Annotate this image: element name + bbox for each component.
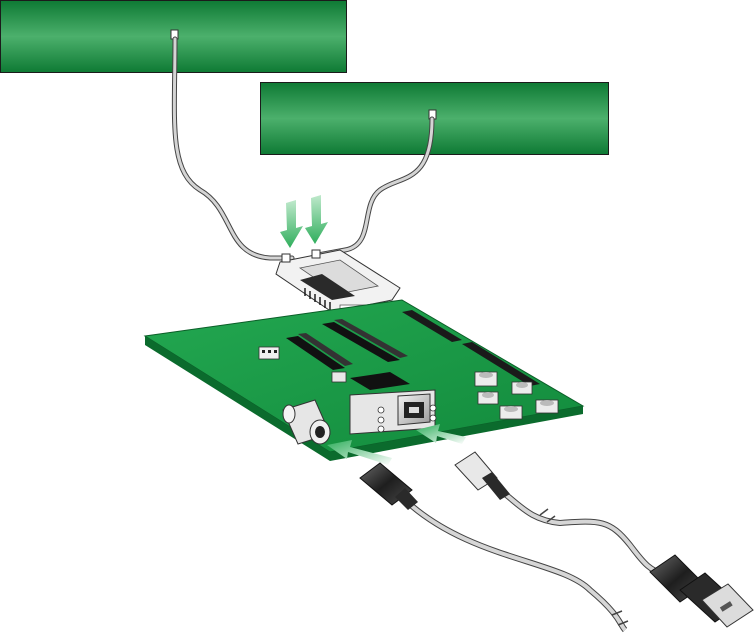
header-strip-top-right — [402, 310, 540, 386]
power-cable — [359, 462, 629, 633]
socket-right — [322, 319, 408, 362]
push-buttons — [474, 371, 559, 420]
antenna-panel-right — [260, 82, 609, 155]
power-to-jack-arrow — [327, 440, 392, 465]
carrier-board — [143, 299, 585, 461]
down-arrow-right — [305, 195, 328, 244]
jumper — [331, 371, 347, 383]
usb-a-plug — [649, 554, 754, 628]
usb-cable — [454, 451, 754, 628]
ic-chip — [350, 372, 410, 390]
usb-b-port — [349, 389, 437, 435]
antenna-cables — [171, 36, 435, 261]
socket-left — [286, 333, 353, 370]
pin-header-small — [258, 346, 280, 360]
usb-to-port-arrow — [416, 424, 466, 444]
antenna-to-module-arrows — [280, 195, 328, 248]
dc-power-jack — [282, 399, 331, 445]
down-arrow-left — [280, 200, 303, 248]
